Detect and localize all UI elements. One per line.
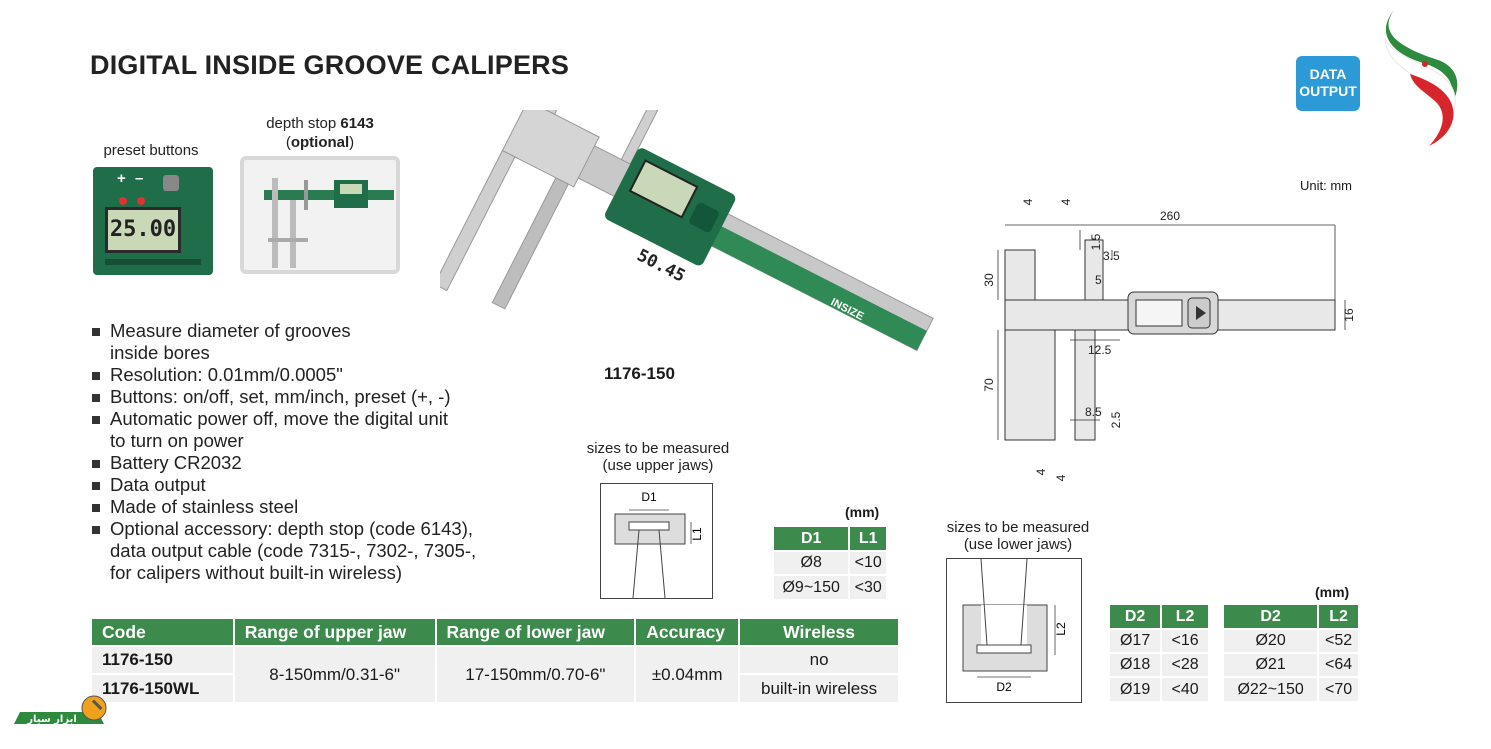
table-row: 1176-150WL built-in wireless [92,673,900,702]
dim-1-5: 1.5 [1089,233,1103,250]
header-wireless: Wireless [739,619,900,646]
dim-4-top-right: 4 [1059,198,1073,205]
header-upper-range: Range of upper jaw [233,619,437,646]
header-l1: L1 [849,527,888,551]
badge-line2: OUTPUT [1299,83,1357,99]
depth-stop-illustration [264,178,394,268]
depth-stop-paren-close: ) [349,134,355,151]
d1-label: D1 [641,490,657,504]
data-output-badge: DATA OUTPUT [1296,56,1360,111]
feature-item: Battery CR2032 [92,452,476,474]
table-row: Ø17<16 [1110,628,1210,653]
dim-70: 70 [982,378,996,392]
table-row: Ø21<64 [1224,652,1360,677]
dim-5: 5 [1095,273,1102,287]
header-code: Code [92,619,235,646]
feature-item: Buttons: on/off, set, mm/inch, preset (+… [92,386,476,408]
shop-logo-text: ابزار سیار [26,714,77,725]
dim-8-5: 8.5 [1085,405,1102,419]
play-icon [1196,306,1206,320]
header-accuracy: Accuracy [635,619,741,646]
dim-260: 260 [1160,209,1180,223]
dim-30: 30 [982,273,996,287]
depth-stop-code: 6143 [340,115,374,132]
table-row: Ø9~150<30 [774,574,888,599]
dim-4-bottom-right: 4 [1054,474,1068,481]
page-title: DIGITAL INSIDE GROOVE CALIPERS [90,50,570,80]
plus-label: + [117,170,126,187]
table-row: Ø8<10 [774,550,888,575]
unit-label: Unit: mm [1300,178,1352,193]
caliper-photo: 50.45 INSIZE [440,110,934,352]
depth-stop-paren-open: ( [285,134,291,151]
table-row: Ø22~150<70 [1224,676,1360,701]
feature-item: Optional accessory: depth stop (code 614… [92,518,476,584]
table-row: Ø19<40 [1110,676,1210,701]
plus-button-icon [119,197,127,205]
depth-stop-text: depth stop [266,115,341,132]
d2-label: D2 [996,680,1012,694]
dim-4-bottom: 4 [1034,468,1048,475]
button-strip [105,259,201,265]
dim-12-5: 12.5 [1088,343,1112,357]
minus-button-icon [137,197,145,205]
header-d1: D1 [774,527,851,551]
lower-jaw-caption: sizes to be measured (use lower jaws) [946,519,1090,553]
upper-jaw-caption: sizes to be measured (use upper jaws) [586,440,730,474]
shop-logo: ابزار سیار [14,695,107,725]
feature-item: Made of stainless steel [92,496,476,518]
l1-label: L1 [690,527,704,541]
iran-flag-logo [1384,9,1458,146]
minus-label: – [135,170,144,187]
dim-16: 16 [1342,308,1356,322]
lower-table-unit: (mm) [1315,584,1350,600]
feature-item: Automatic power off, move the digital un… [92,408,476,452]
feature-item: Data output [92,474,476,496]
preset-lcd-display: 25.00 [105,207,181,253]
model-label: 1176-150 [604,364,675,383]
knob-icon [163,175,179,191]
header-lower-range: Range of lower jaw [435,619,637,646]
upper-table-unit: (mm) [845,504,880,520]
table-row: 1176-150 8-150mm/0.31-6" 17-150mm/0.70-6… [92,645,900,702]
table-row: Ø18<28 [1110,652,1210,677]
depth-stop-photo [240,156,400,274]
feature-item: Resolution: 0.01mm/0.0005" [92,364,476,386]
dim-2-5: 2.5 [1109,411,1123,428]
dim-3-5: 3.5 [1103,249,1120,263]
preset-caption: preset buttons [103,142,199,159]
lower-jaw-diagram: D2 L2 [946,558,1082,703]
l2-label: L2 [1054,622,1068,636]
upper-jaw-diagram: D1 L1 [600,483,713,599]
spec-table: Code Range of upper jaw Range of lower j… [92,619,900,702]
depth-stop-optional: optional [290,134,350,151]
technical-drawing: 260 30 70 16 1.5 3.5 5 12.5 8.5 2.5 4 4 … [982,198,1356,481]
dim-4-top: 4 [1021,198,1035,205]
table-row: Ø20<52 [1224,628,1360,653]
badge-line1: DATA [1309,66,1347,82]
depth-stop-caption: depth stop 6143 (optional) [245,114,395,152]
preset-buttons-photo: + – 25.00 [93,167,213,275]
